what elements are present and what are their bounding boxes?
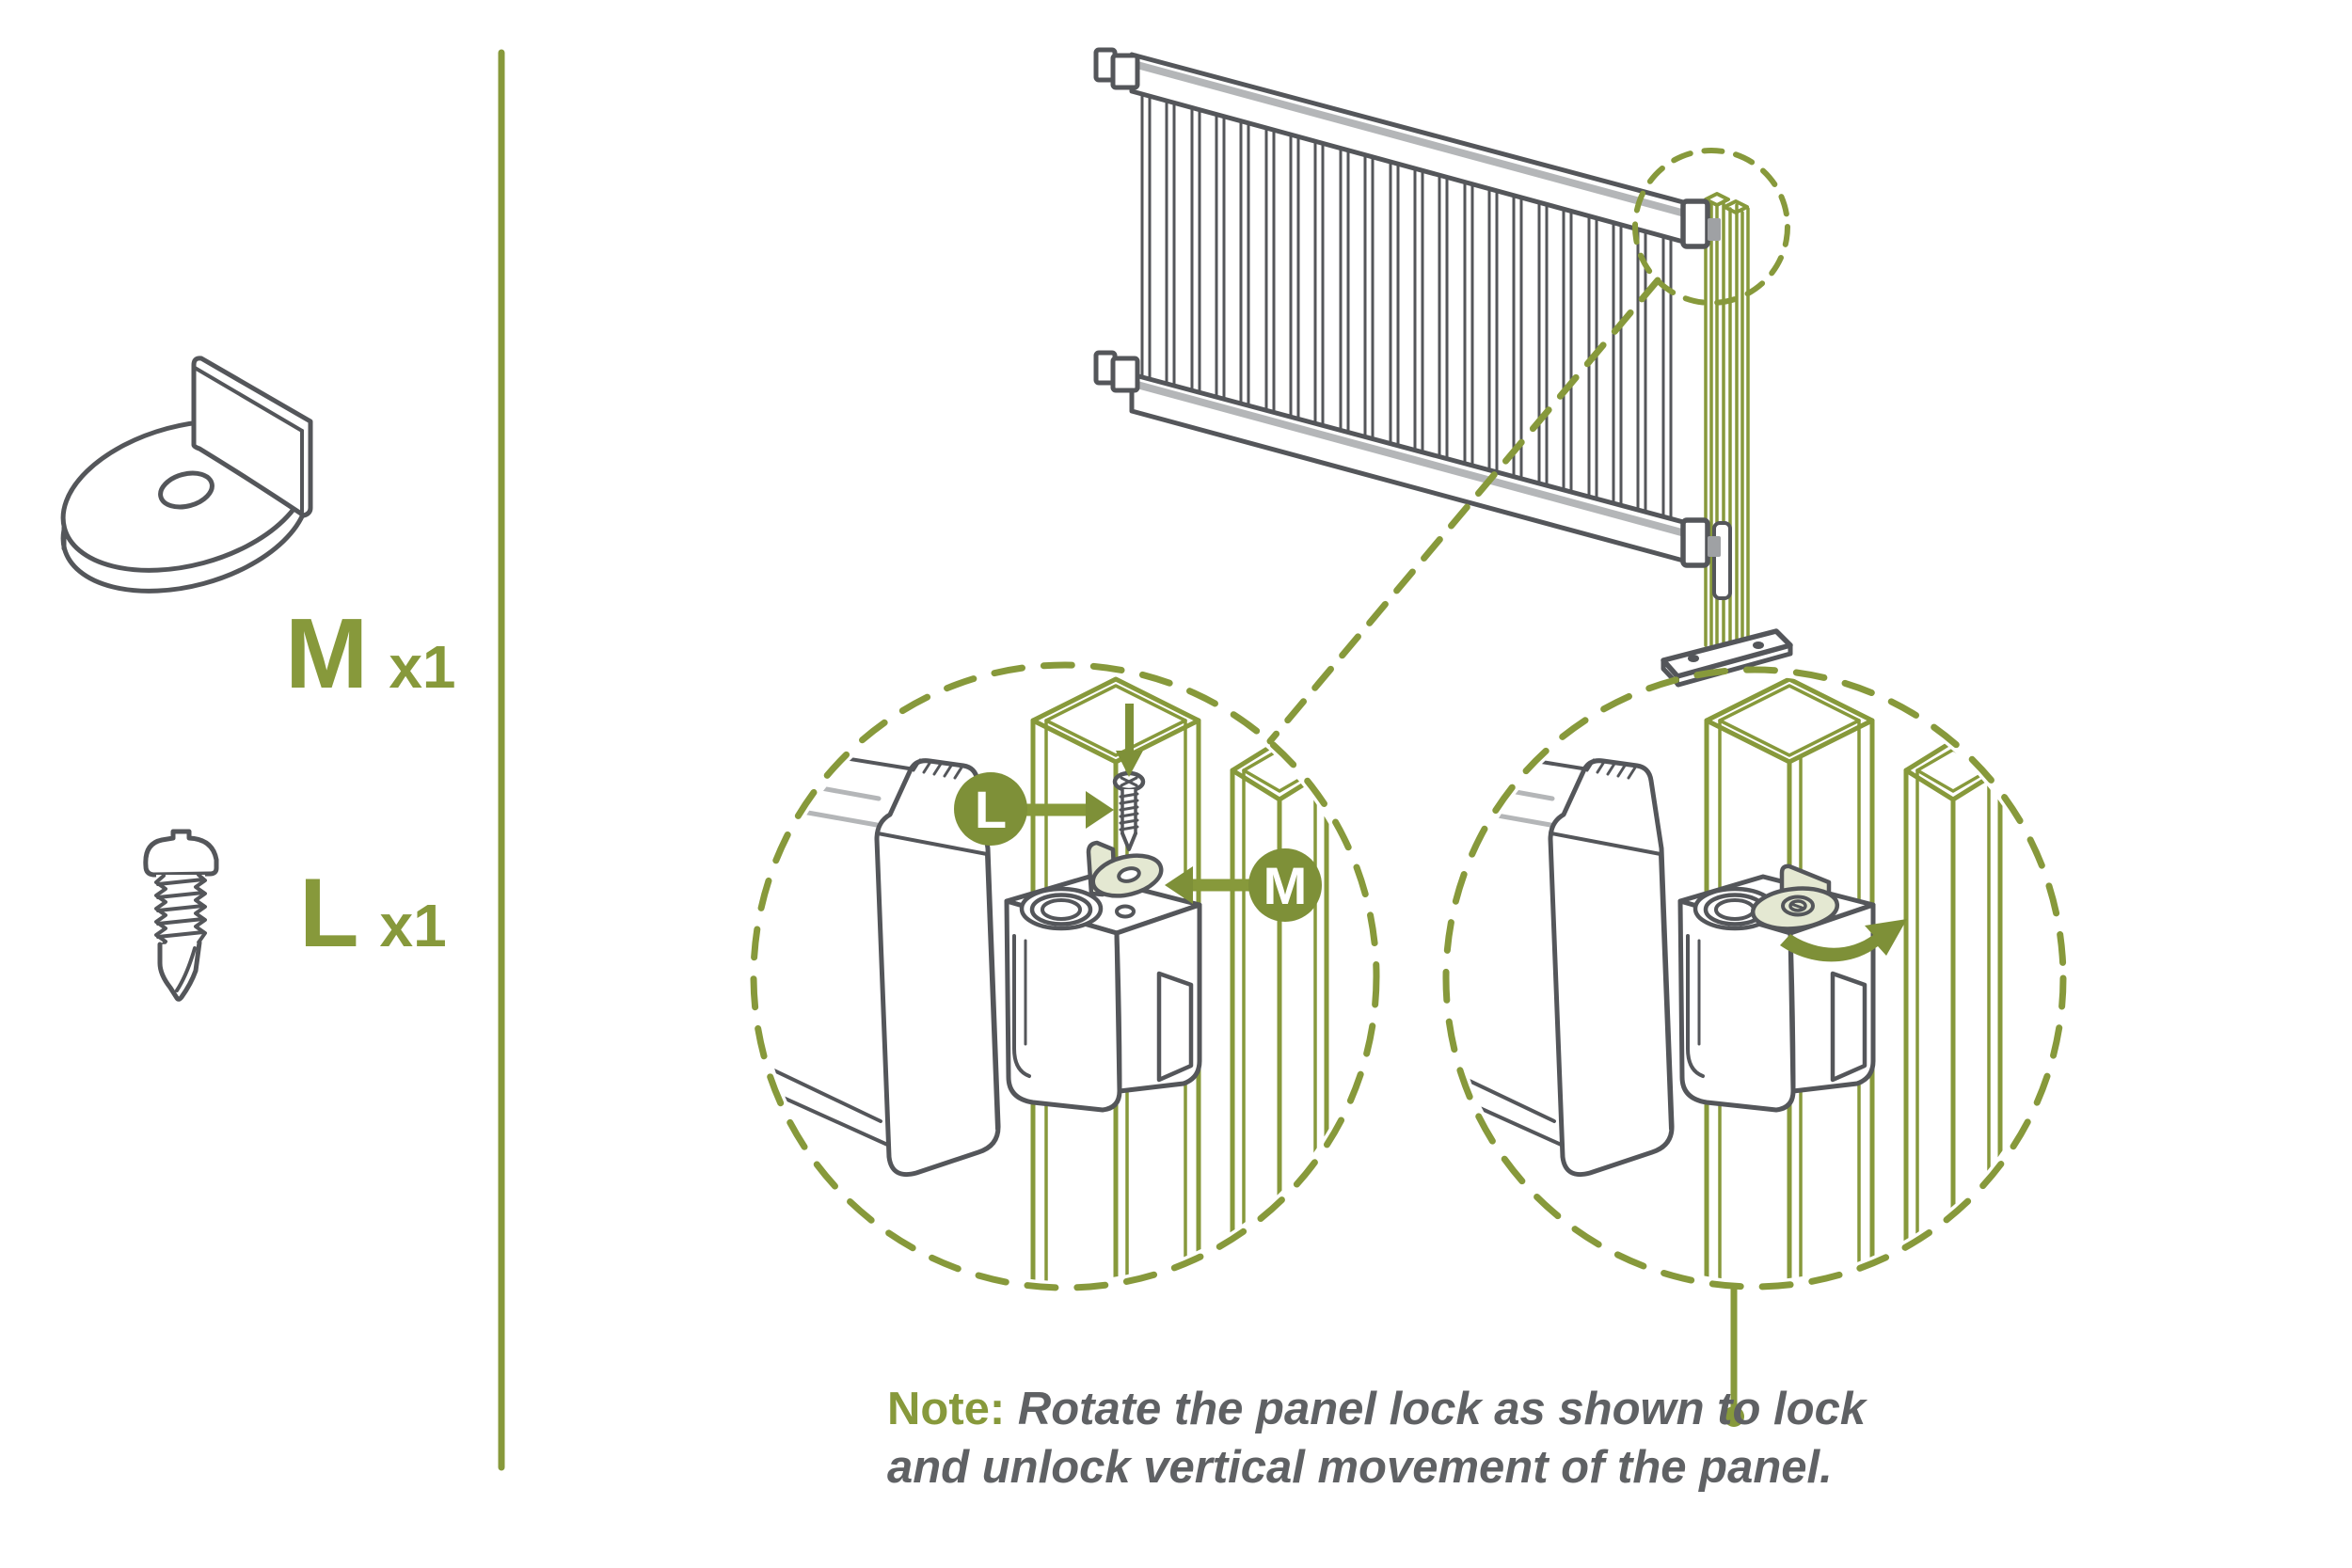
zoom-leader-line: [1266, 277, 1661, 745]
note-line-1-text: Rotate the panel lock as shown to lock: [1017, 1384, 1867, 1434]
badge-m: M: [1165, 848, 1322, 922]
fence-base-plate: [1661, 628, 1793, 688]
badge-l-letter: L: [975, 780, 1007, 839]
insert-down-arrow: [1116, 704, 1143, 777]
l-screw-exploded: [1112, 770, 1146, 851]
fence-top-rail: [1093, 47, 1721, 249]
m-bracket-installed: [1750, 863, 1840, 931]
fence-post-green: [1704, 192, 1750, 647]
fence-panel-illustration: [1093, 47, 1793, 745]
m-bracket-exploded: [1086, 840, 1164, 898]
rotate-arrow: [1780, 919, 1907, 962]
note-prefix: Note:: [887, 1384, 1006, 1434]
part-m-drawing: [60, 356, 313, 594]
detail-view-install: L M: [750, 661, 1380, 1291]
note-leader-dot: [1724, 1406, 1744, 1427]
fence-bottom-rail: [1093, 350, 1721, 568]
detail-circle-2: [1442, 666, 2067, 1291]
note-text: Note: Rotate the panel lock as shown to …: [887, 1380, 1866, 1497]
note-line-2: and unlock vertical movement of the pane…: [887, 1442, 1833, 1493]
detail-circle-1: [750, 661, 1380, 1291]
badge-l: L: [954, 772, 1114, 846]
detail-view-rotate: [1442, 666, 2067, 1427]
note-line-1: Note: Rotate the panel lock as shown to …: [887, 1380, 1866, 1438]
part-m-qty: x1: [389, 633, 456, 701]
zoom-source-circle: [1632, 148, 1790, 306]
part-l-qty: x1: [379, 892, 447, 959]
part-l-letter: L: [299, 859, 359, 968]
part-m-letter: M: [285, 598, 369, 709]
part-l-drawing: [143, 829, 219, 1002]
badge-m-letter: M: [1263, 856, 1308, 915]
